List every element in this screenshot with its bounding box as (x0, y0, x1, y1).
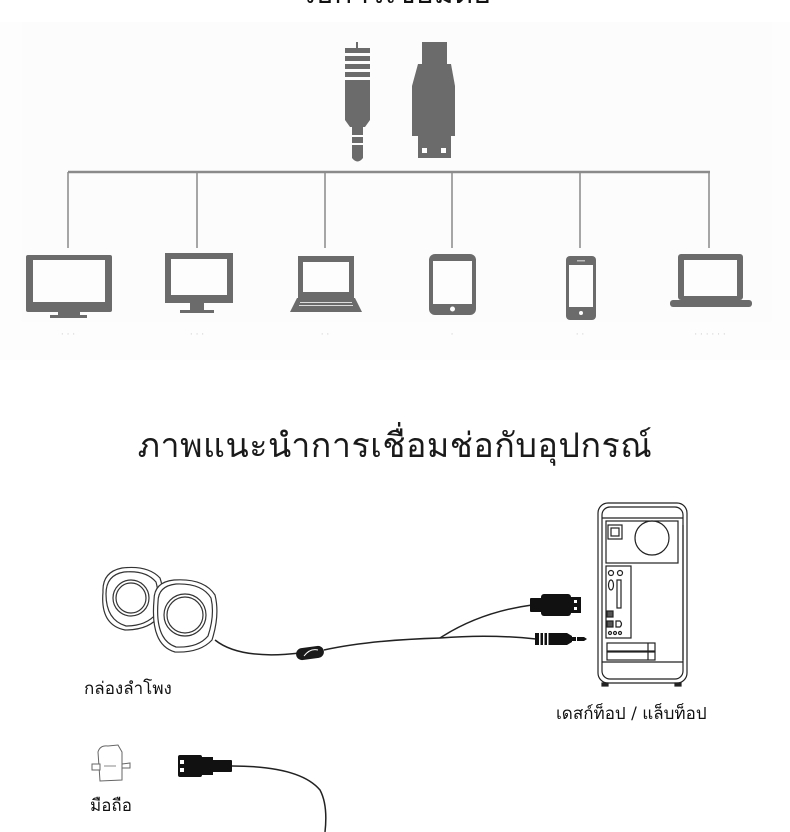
audio-jack-icon (345, 42, 370, 162)
laptop-keyboard-icon (290, 256, 362, 312)
monitor-icon (165, 253, 233, 313)
speaker-cable (214, 639, 301, 656)
cable-usb-branch (439, 604, 533, 639)
cable-audio-branch (439, 635, 537, 640)
cable-main (323, 637, 441, 651)
usb-connector-icon (530, 594, 581, 616)
device-label-monitor: · · · (189, 330, 205, 340)
charger-cable (231, 765, 327, 832)
device-label-phone: · · (575, 330, 585, 340)
device-label-laptop: · · (320, 330, 330, 340)
charger-label: มือถือ (90, 796, 132, 816)
inline-volume-control (296, 645, 324, 661)
device-label-macbook: · · · · · · (694, 330, 726, 340)
device-label-tv: · · · (60, 330, 76, 340)
audio-connector-icon (535, 633, 587, 645)
usb-cable-icon (178, 755, 232, 777)
tv-icon (26, 255, 112, 318)
smartphone-icon (566, 256, 596, 320)
tablet-icon (429, 254, 476, 315)
speaker-label: กล่องลำโพง (84, 679, 172, 699)
phone-charger-icon (91, 744, 131, 782)
usb-plug-icon (412, 42, 455, 158)
connection-tree (67, 170, 710, 248)
speaker-icon (102, 566, 218, 653)
computer-label: เดสก์ท็อป / แล็บท็อป (556, 704, 707, 724)
macbook-icon (670, 254, 752, 307)
desktop-computer-icon (597, 502, 688, 687)
device-label-tablet: · (450, 330, 454, 340)
top-heading-cut: วิธีการเชื่อมต่อ (270, 0, 520, 6)
connection-guide-title: ภาพแนะนำการเชื่อมช่อกับอุปกรณ์ (137, 426, 653, 466)
